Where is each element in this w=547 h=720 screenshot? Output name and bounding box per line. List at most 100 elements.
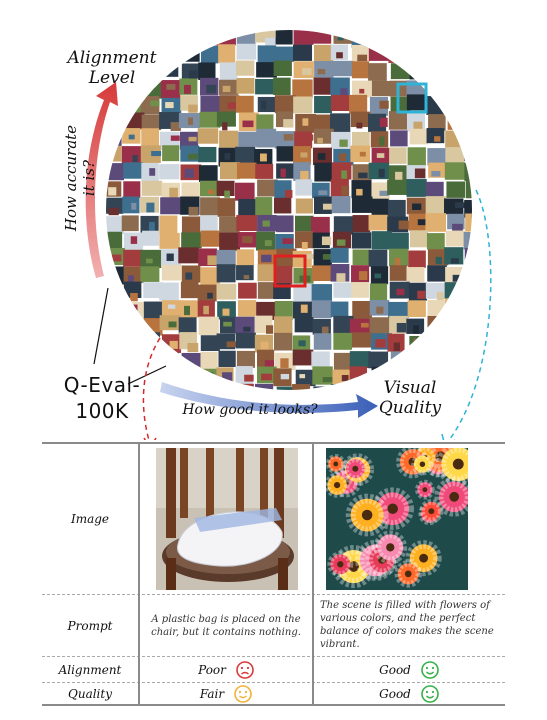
mosaic-tile — [333, 216, 354, 235]
mosaic-tile — [406, 30, 428, 43]
mosaic-tile — [312, 30, 332, 44]
mosaic-tile — [257, 264, 275, 282]
mosaic-tile-detail — [146, 202, 155, 213]
mosaic-tile — [200, 30, 219, 46]
rating-value: Fair — [199, 686, 225, 701]
mosaic-tile — [292, 79, 313, 99]
mosaic-tile — [330, 301, 349, 317]
mosaic-tile — [444, 333, 463, 352]
mosaic-tile — [407, 147, 426, 167]
mosaic-tile — [447, 46, 469, 63]
mosaic-tile — [293, 283, 314, 302]
mosaic-tile — [292, 349, 314, 366]
mosaic-tile-detail — [169, 340, 178, 349]
mosaic-tile — [368, 351, 389, 369]
mosaic-tile — [464, 78, 472, 94]
mosaic-tile — [425, 349, 443, 365]
prompt-text: A plastic bag is placed on the chair, bu… — [151, 614, 301, 638]
mosaic-tile-detail — [341, 375, 349, 382]
mosaic-tile — [466, 369, 472, 387]
alignment-rating: Good — [314, 657, 504, 682]
quality-arrow — [160, 382, 378, 418]
mosaic-tile-detail — [108, 207, 119, 216]
mosaic-tile — [425, 213, 447, 232]
mosaic-tile-detail — [338, 153, 347, 162]
mosaic-tile — [181, 182, 200, 198]
mosaic-tile — [369, 283, 388, 302]
mosaic-tile — [143, 349, 161, 365]
mosaic-tile-detail — [151, 32, 160, 43]
mosaic-tile-detail — [433, 360, 444, 368]
mosaic-tile — [181, 352, 203, 372]
mosaic-tile-detail — [340, 291, 347, 298]
mosaic-tile-detail — [337, 392, 347, 398]
flower-center — [333, 461, 339, 467]
mosaic-tile-detail — [166, 253, 174, 261]
rating-value: Good — [379, 662, 411, 677]
mosaic-tile-detail — [452, 274, 460, 282]
mosaic-tile — [200, 351, 218, 371]
mosaic-tile — [295, 198, 313, 214]
mosaic-tile — [181, 232, 202, 249]
mosaic-tile-detail — [184, 305, 190, 316]
mosaic-tile-detail — [356, 256, 363, 265]
column-divider — [312, 442, 314, 706]
mosaic-tile — [406, 179, 427, 197]
mosaic-tile — [427, 77, 448, 94]
mosaic-tile — [445, 78, 466, 96]
mosaic-tile — [199, 180, 221, 197]
mosaic-tile-detail — [184, 168, 194, 178]
cyan-connector-head — [441, 433, 455, 440]
mosaic-tile — [123, 181, 141, 198]
mosaic-tile-detail — [168, 321, 177, 328]
mosaic-tile — [349, 94, 368, 114]
mosaic-tile — [200, 45, 219, 64]
table-top-rule — [42, 442, 505, 444]
mosaic-tile — [181, 30, 200, 43]
mosaic-tile-detail — [298, 340, 306, 347]
mosaic-tile-detail — [262, 220, 270, 227]
mosaic-tile — [293, 96, 313, 114]
mosaic-tile — [160, 197, 181, 215]
mosaic-tile-detail — [340, 88, 348, 97]
mosaic-tile-detail — [303, 393, 310, 397]
mosaic-tile-detail — [436, 292, 444, 302]
mosaic-tile-detail — [151, 151, 162, 157]
mosaic-tile — [219, 130, 239, 148]
mosaic-tile-detail — [128, 134, 135, 140]
mosaic-tile-detail — [170, 135, 180, 141]
mosaic-tile — [255, 197, 273, 216]
red-dashed-connector — [142, 337, 161, 440]
mosaic-tile-detail — [223, 321, 232, 327]
mosaic-tile — [140, 145, 161, 163]
mosaic-tile-detail — [264, 360, 274, 367]
mosaic-tile — [160, 30, 181, 45]
mosaic-tile-detail — [222, 308, 230, 316]
mosaic-tile — [425, 333, 446, 351]
mosaic-tile-detail — [109, 308, 119, 318]
mosaic-tile-detail — [265, 325, 274, 334]
mosaic-tile-detail — [188, 153, 198, 160]
visual-quality-label: Visual Quality — [378, 378, 442, 418]
mosaic-tile-detail — [280, 373, 290, 380]
smile-icon — [234, 684, 252, 703]
mosaic-tile-detail — [415, 360, 422, 367]
mosaic-tile — [390, 63, 412, 80]
mosaic-tile — [216, 180, 235, 197]
mosaic-tile — [313, 44, 334, 64]
mosaic-tile-detail — [187, 342, 199, 353]
mosaic-tile — [276, 248, 297, 267]
mosaic-tile-detail — [471, 85, 472, 95]
mosaic-tile — [427, 30, 447, 42]
row-divider — [42, 656, 505, 657]
mosaic-tile-detail — [184, 84, 191, 94]
mosaic-tile — [295, 369, 316, 387]
dataset-name-label: Q-Eval-100K — [63, 373, 141, 423]
row-label-image: Image — [70, 512, 110, 526]
mosaic-tile-detail — [131, 202, 137, 210]
mosaic-tile — [313, 77, 335, 95]
mosaic-tile-detail — [111, 134, 119, 140]
mosaic-tile-detail — [435, 83, 442, 91]
mosaic-tile-detail — [417, 219, 429, 226]
mosaic-tile-detail — [128, 275, 134, 285]
